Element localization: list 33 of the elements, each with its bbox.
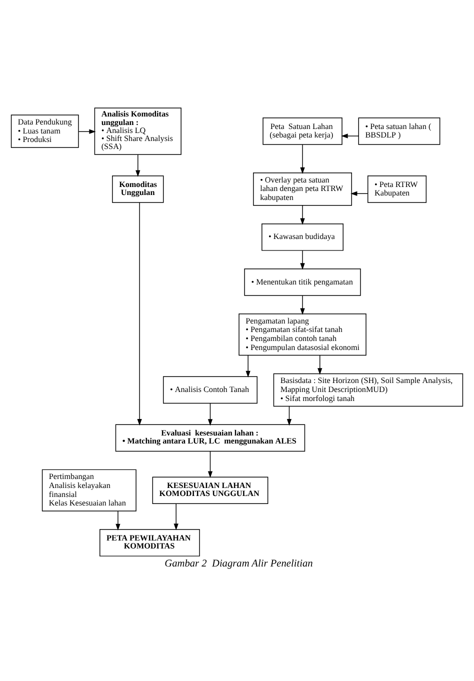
node-box: • Menentukan titik pengamatan xyxy=(244,268,361,296)
arrow xyxy=(286,406,292,426)
arrow xyxy=(300,205,305,225)
arrow xyxy=(300,250,305,270)
arrow xyxy=(350,191,368,196)
node-box: Pengamatan lapang • Pengamatan sifat-sifat tanah • Pengambilan contoh tanah • Pengumpulan datasosial ekonomi xyxy=(238,314,366,356)
node-box: Komoditas Unggulan xyxy=(112,176,164,203)
arrow xyxy=(174,504,178,530)
arrow xyxy=(318,355,322,375)
node-box: Evaluasi kesesuaian lahan : • Matching antara LUR, LC menggunakan ALES xyxy=(115,424,306,452)
arrow xyxy=(300,295,305,315)
arrow xyxy=(116,510,120,531)
arrow xyxy=(246,355,250,378)
arrow xyxy=(208,451,213,478)
arrow xyxy=(341,134,359,138)
node-box: Basisdata : Site Horizon (SH), Soil Sample Analysis, Mapping Unit DescriptionMUD) • Sifat morfologi tanah xyxy=(273,373,464,407)
node-box: Data Pendukung • Luas tanam • Produksi xyxy=(10,114,79,148)
node-box: • Kawasan budidaya xyxy=(262,223,344,251)
arrow xyxy=(136,154,140,177)
node-box: Peta Satuan Lahan (sebagai peta kerja) xyxy=(262,118,342,145)
arrow xyxy=(300,144,305,174)
caption: Gambar 2 Diagram Alir Penelitian xyxy=(164,558,313,570)
node-box: PETA PEWILAYAHAN KOMODITAS xyxy=(100,529,200,556)
arrow xyxy=(208,402,213,426)
node-box: KESESUAIAN LAHAN KOMODITAS UNGGULAN xyxy=(152,476,268,504)
node-box: • Overlay peta satuan lahan dengan peta RTRW kabupaten xyxy=(253,172,352,206)
node-box: • Peta satuan lahan ( BBSDLP ) xyxy=(358,118,440,145)
node-box: • Analisis Contoh Tanah xyxy=(163,376,258,404)
node-box: • Peta RTRW Kabupaten xyxy=(367,176,427,203)
arrow xyxy=(137,202,142,426)
arrow xyxy=(78,129,96,134)
node-box: Analisis Komoditas unggulan : • Analisis LQ • Shift Share Analysis (SSA) xyxy=(94,108,182,155)
node-box: Pertimbangan Analisis kelayakan finansial Kelas Kesesuaian lahan xyxy=(42,469,136,512)
